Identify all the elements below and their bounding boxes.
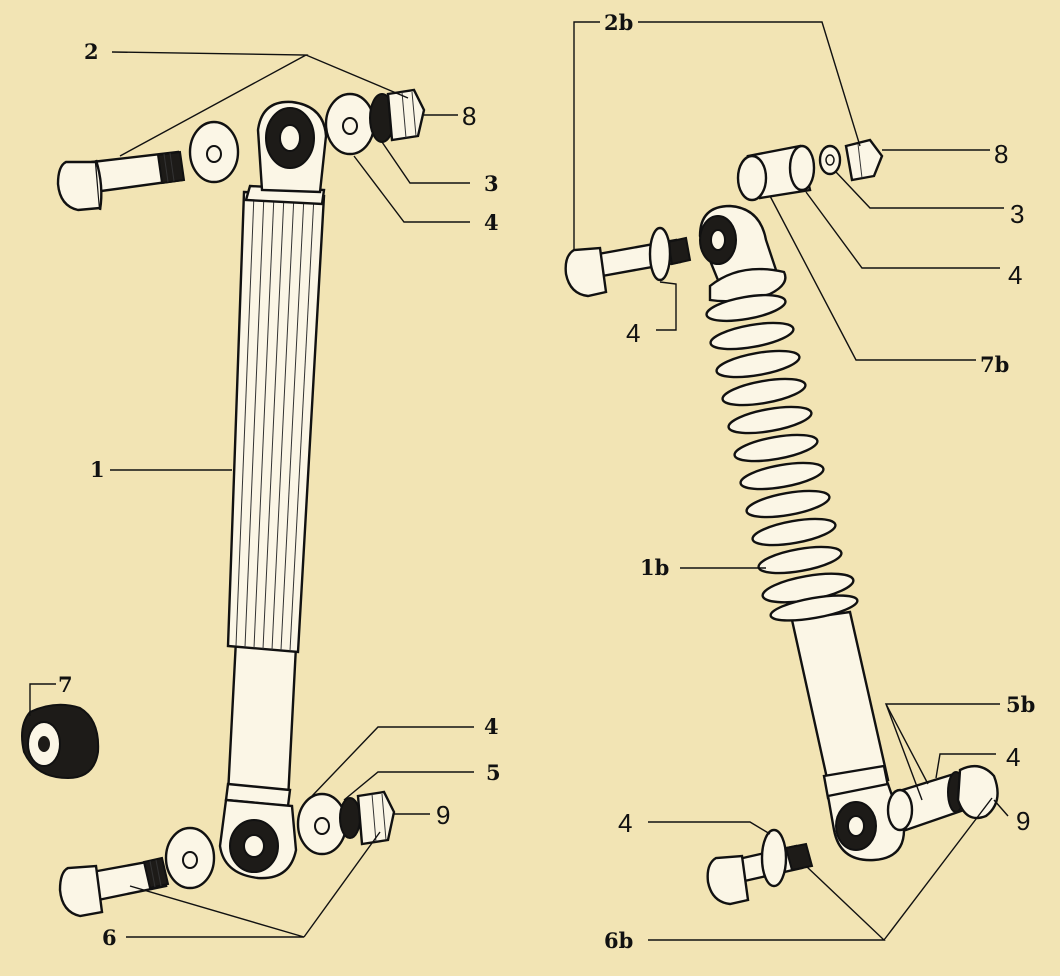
label-4-right-top: 4 <box>1008 260 1022 290</box>
label-2: 2 <box>84 39 99 64</box>
right-shock-absorber <box>698 204 906 862</box>
left-top-washer-a <box>188 120 240 184</box>
loose-bushing <box>21 703 100 780</box>
left-bottom-bolt <box>58 856 170 918</box>
label-4-left-bottom: 4 <box>484 714 499 739</box>
label-4-right-mid: 4 <box>1006 742 1020 772</box>
label-7: 7 <box>58 672 73 697</box>
right-lower-body <box>790 610 890 794</box>
part-labels: 2 8 3 4 1 7 4 5 9 6 2b 8 3 4 4 7b 1b 5b … <box>58 10 1035 953</box>
right-coil-spring <box>705 267 859 622</box>
label-9-right: 9 <box>1016 806 1030 836</box>
right-bottom-washer <box>760 828 788 888</box>
left-cover-ribs <box>235 193 315 652</box>
label-5: 5 <box>486 760 501 785</box>
label-3-left: 3 <box>484 171 499 196</box>
right-top-nut <box>844 138 884 182</box>
right-top-washer <box>648 226 672 282</box>
label-3-right: 3 <box>1010 199 1024 229</box>
left-top-bolt <box>56 150 186 212</box>
left-bottom-nut <box>356 790 396 846</box>
right-top-washer-small <box>818 144 842 176</box>
left-bottom-washer-b <box>296 792 348 856</box>
left-top-nut <box>386 88 426 142</box>
right-upper-eye-hole <box>710 229 726 251</box>
label-2b: 2b <box>604 10 633 35</box>
left-lower-cylinder <box>226 638 298 802</box>
left-shock-absorber <box>218 100 328 880</box>
label-1b: 1b <box>640 555 669 580</box>
left-top-washer-b <box>324 92 376 156</box>
left-upper-eye-hole <box>279 124 301 152</box>
label-7b: 7b <box>980 352 1009 377</box>
left-ribbed-cover <box>226 190 326 654</box>
right-bottom-bush <box>956 764 999 820</box>
right-lower-eye-hole <box>847 815 865 837</box>
label-4-right-bolt: 4 <box>626 318 640 348</box>
label-1: 1 <box>90 457 105 482</box>
right-bottom-bolt <box>706 842 814 906</box>
label-6b: 6b <box>604 928 633 953</box>
label-8-left: 8 <box>462 101 476 131</box>
leader-lines <box>29 21 1009 941</box>
label-4-left-top: 4 <box>484 210 499 235</box>
right-top-spacer <box>736 144 816 202</box>
label-8-right: 8 <box>994 139 1008 169</box>
label-5b: 5b <box>1006 692 1035 717</box>
label-9-left: 9 <box>436 800 450 830</box>
label-6: 6 <box>102 925 117 950</box>
left-bottom-spring-washer <box>339 797 361 839</box>
right-top-bolt <box>564 236 692 298</box>
left-lower-eye-hole <box>243 834 265 858</box>
label-4-right-bottom: 4 <box>618 808 632 838</box>
left-bottom-washer-a <box>164 826 216 890</box>
